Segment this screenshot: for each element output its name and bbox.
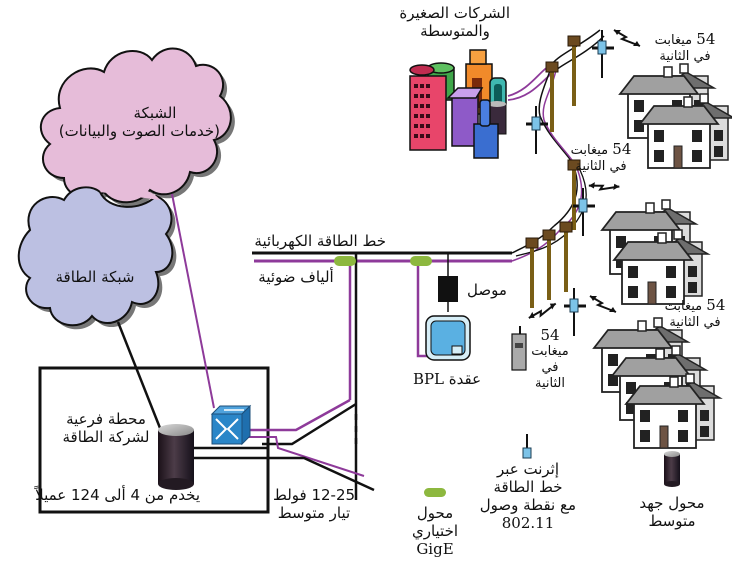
wireless-rate-label: 54 ميغابت في الثانية [566, 140, 636, 175]
wireless-handset [511, 326, 527, 371]
rate-per: في الثانية [659, 49, 711, 64]
legend-ethernet-line1: إثرنت عبر [496, 460, 560, 478]
access-point [524, 104, 550, 156]
network-switch [210, 404, 252, 446]
bpl-node [425, 315, 471, 361]
access-point [590, 28, 616, 80]
coupler-label: موصل [467, 281, 507, 299]
substation-serves: يخدم من 4 ألى 124 عميلاً [35, 486, 200, 504]
substation-box [38, 366, 270, 514]
businesses-buildings [409, 49, 507, 159]
businesses-label: الشركات الصغيرة والمتوسطة [399, 4, 510, 40]
rate-value: 54 [696, 30, 716, 48]
wireless-rate-label: 54 ميغابت في الثانية [530, 326, 570, 392]
house [625, 373, 721, 449]
legend-gige-line2: اختياري [411, 522, 459, 540]
substation-label: محطة فرعية لشركة الطاقة [56, 410, 156, 446]
legend-ethernet-label: إثرنت عبر خط الطاقة مع نقطة وصول 802.11 [480, 460, 576, 532]
legend-ethernet-line3: مع نقطة وصول [479, 496, 576, 514]
voltage-type: تيار متوسط [277, 504, 351, 522]
businesses-line2: والمتوسطة [420, 22, 490, 40]
substation-line1: محطة فرعية [66, 410, 146, 428]
legend-gige-icon [424, 488, 446, 497]
rate-unit: ميغابت [664, 299, 703, 314]
gige-switch [334, 256, 356, 266]
rate-value: 54 [612, 140, 632, 158]
wireless-signal-icon [613, 29, 641, 47]
network-title: الشبكة [133, 104, 177, 122]
substation-line2: لشركة الطاقة [62, 428, 150, 446]
power-grid-label: شبكة الطاقة [55, 268, 135, 286]
rate-value: 54 [540, 326, 560, 344]
rate-per: في [541, 360, 559, 375]
fiber-from-network [171, 193, 215, 409]
businesses-line1: الشركات الصغيرة [399, 4, 510, 22]
rate-per: في الثانية [669, 315, 721, 330]
wireless-rate-label: 54 ميغابت في الثانية [660, 296, 730, 331]
legend-transformer-line1: محول جهد [639, 494, 705, 512]
rate-unit: ميغابت [570, 143, 609, 158]
power-line-label: خط الطاقة الكهربائية [254, 232, 386, 250]
legend-ap-icon [522, 434, 532, 459]
wireless-signal-icon [587, 171, 621, 201]
medium-voltage-label: 12-25 فولط تيار متوسط [272, 486, 356, 522]
legend-transformer-label: محول جهد متوسط [632, 494, 712, 530]
coupler [438, 276, 458, 302]
network-cloud [39, 47, 235, 207]
wireless-rate-label: 54 ميغابت في الثانية [650, 30, 720, 65]
house [613, 229, 709, 305]
network-cloud-label: الشبكة (خدمات الصوت والبيانات) [58, 104, 220, 140]
rate-unit: ميغابت [531, 344, 569, 359]
substation-transformer [158, 424, 194, 490]
wireless-signal-icon [589, 295, 617, 313]
legend-transformer-line2: متوسط [648, 512, 696, 530]
legend-ethernet-line4: 802.11 [501, 514, 555, 532]
power-grid-cloud [17, 185, 177, 330]
legend-gige-label: محول اختياري GigE [400, 504, 470, 558]
bpl-node-label: عقدة BPL [412, 370, 482, 388]
rate-value: 54 [706, 296, 726, 314]
rate-unit: ميغابت [654, 33, 693, 48]
voltage-range: 12-25 فولط [272, 486, 356, 504]
legend-gige-line1: محول [416, 504, 454, 522]
legend-transformer-icon [664, 451, 680, 487]
legend-gige-line3: GigE [416, 540, 454, 558]
legend-ethernet-line2: خط الطاقة [493, 478, 563, 496]
power-from-grid [116, 321, 162, 429]
network-subtitle: (خدمات الصوت والبيانات) [58, 122, 220, 140]
fiber-label: ألياف ضوئية [258, 268, 334, 286]
rate-per: في الثانية [575, 159, 627, 174]
rate-per: الثانية [535, 376, 565, 391]
gige-switch [410, 256, 432, 266]
